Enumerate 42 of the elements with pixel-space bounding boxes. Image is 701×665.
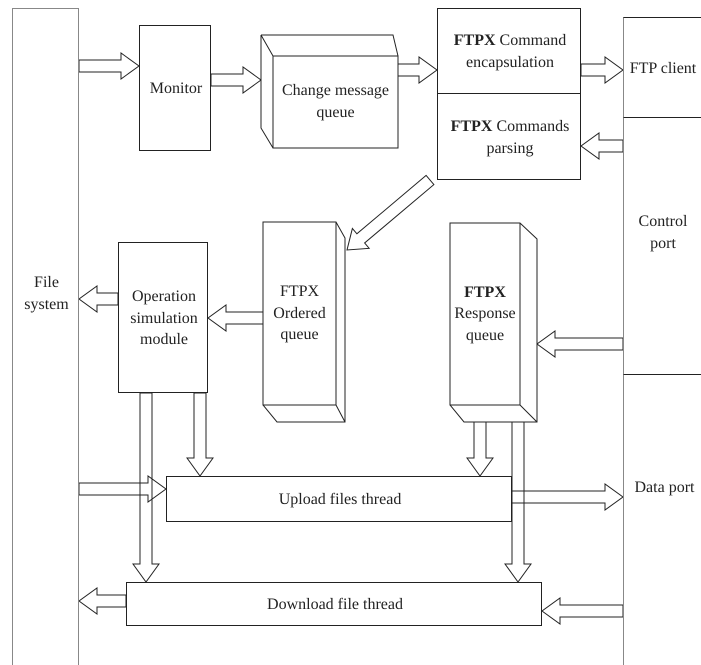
block-arrow (504, 422, 532, 583)
node-label: File system (23, 273, 70, 315)
block-arrow (541, 597, 624, 625)
block-arrow (78, 285, 118, 313)
node-label: Operation simulation module (129, 287, 199, 350)
process-box (118, 242, 208, 393)
node-label: Download file thread (267, 595, 403, 616)
block-arrow (78, 475, 167, 503)
block-arrow (512, 483, 624, 511)
block-arrow (132, 392, 160, 583)
port-panel (623, 118, 701, 375)
process-box (126, 582, 542, 626)
block-arrow (536, 330, 624, 358)
block-arrow (466, 422, 494, 477)
node-label: FTP client (630, 58, 696, 79)
queue-box (450, 223, 537, 422)
client-box (623, 17, 701, 118)
block-arrow (580, 56, 624, 84)
node-label: FTPX Ordered queue (272, 282, 327, 346)
process-box (437, 93, 581, 180)
block-arrow (78, 587, 126, 615)
queue-box (261, 35, 398, 148)
system-panel (12, 8, 79, 665)
process-box (166, 476, 512, 522)
process-box (139, 25, 211, 151)
node-label: Control port (638, 212, 688, 254)
block-arrow (580, 132, 624, 160)
node-label: Change message queue (280, 81, 390, 123)
process-box (437, 8, 581, 94)
node-label: Upload files thread (278, 490, 402, 510)
block-arrow (346, 174, 435, 251)
node-label: FTPX Response queue (453, 282, 517, 346)
block-arrow (78, 52, 140, 80)
node-label: Monitor (150, 79, 202, 100)
queue-box (263, 222, 345, 422)
node-label: FTPX Command encapsulation (452, 31, 568, 73)
node-label: Data port (634, 478, 694, 498)
block-arrow (210, 66, 262, 94)
block-arrow (398, 56, 438, 84)
block-arrow (186, 392, 214, 477)
node-label: FTPX Commands parsing (450, 116, 570, 158)
block-arrow (207, 304, 264, 332)
